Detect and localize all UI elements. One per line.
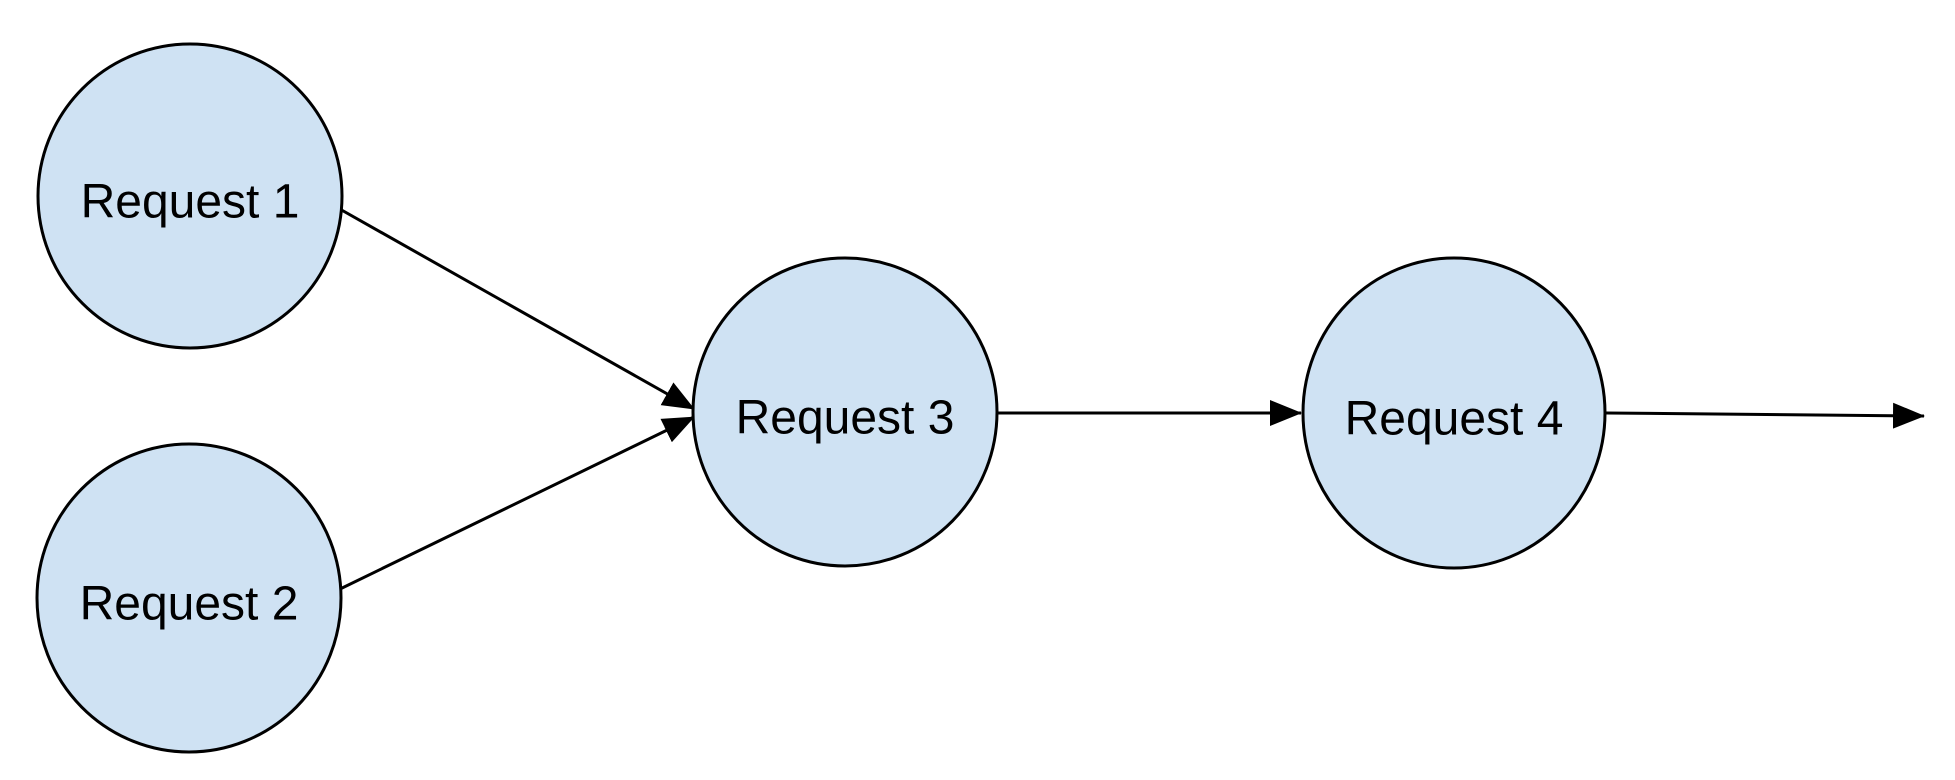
request-2-label: Request 2 <box>80 578 299 631</box>
request-3-circle <box>691 256 999 568</box>
node-request-3: Request 3 <box>691 256 999 568</box>
edge-request-1-to-request-3 <box>337 206 695 411</box>
node-request-1: Request 1 <box>36 42 344 350</box>
node-request-2: Request 2 <box>35 442 343 754</box>
request-1-circle <box>36 42 344 350</box>
edge-request-2-to-request-3 <box>337 415 695 592</box>
request-4-circle <box>1301 256 1607 570</box>
request-3-label: Request 3 <box>736 392 955 445</box>
request-4-label: Request 4 <box>1345 393 1564 446</box>
request-1-label: Request 1 <box>81 176 300 229</box>
edge-request-4-to-output <box>1605 402 1925 429</box>
request-2-circle <box>35 442 343 754</box>
node-request-4: Request 4 <box>1301 256 1607 570</box>
